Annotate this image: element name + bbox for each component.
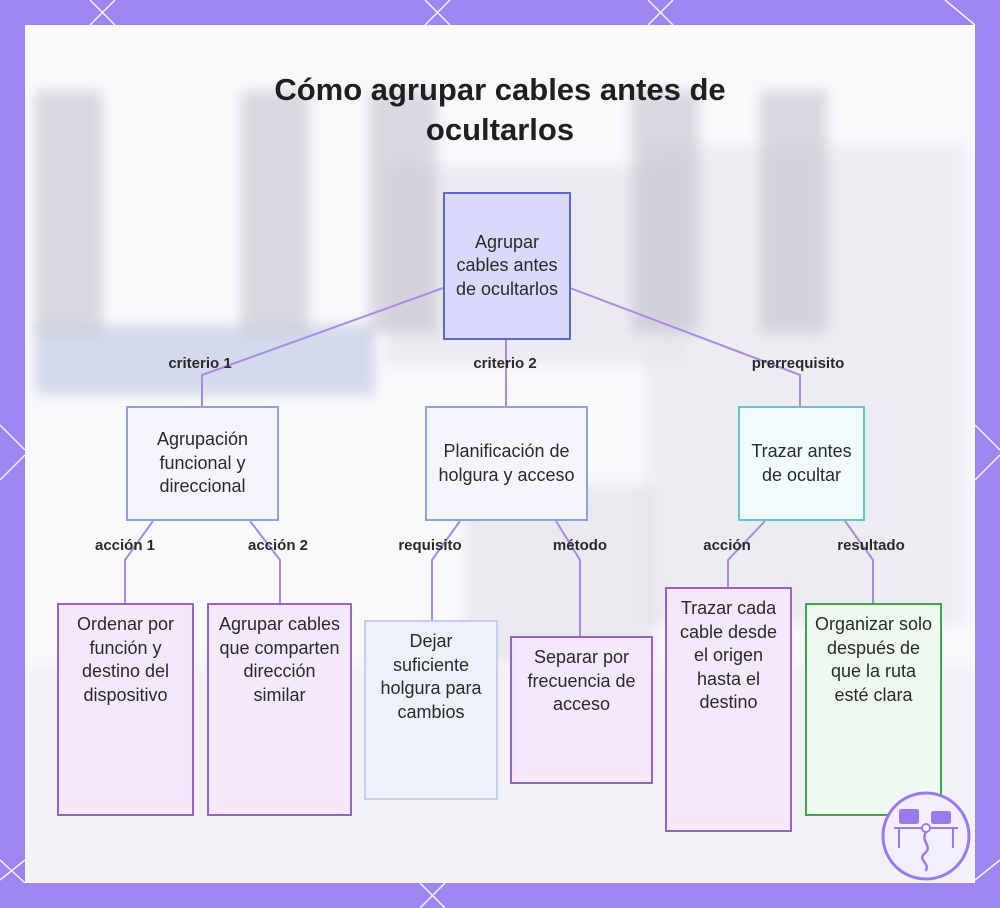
node-trace: Trazar cada cable desde el origen hasta … bbox=[665, 587, 792, 832]
edge-label-requirement: requisito bbox=[398, 537, 462, 554]
node-tracing: Trazar antes de ocultar bbox=[738, 406, 865, 521]
edge-label-criterion1: criterio 1 bbox=[168, 355, 232, 372]
node-trace-label: Trazar cada cable desde el origen hasta … bbox=[679, 598, 778, 712]
connector-grouping-sort bbox=[124, 520, 154, 603]
desk-workstation-icon bbox=[881, 791, 971, 881]
connector-planning-separate bbox=[555, 520, 581, 636]
edge-label-action2: acción 2 bbox=[247, 537, 309, 554]
edge-label-criterion2: criterio 2 bbox=[473, 355, 537, 372]
edge-label-result: resultado bbox=[837, 537, 905, 554]
node-group-label: Agrupar cables que comparten dirección s… bbox=[218, 614, 341, 705]
node-grouping: Agrupación funcional y direccional bbox=[126, 406, 279, 521]
edge-label-prerequisite: prerrequisito bbox=[751, 355, 845, 372]
node-grouping-label: Agrupación funcional y direccional bbox=[156, 429, 249, 497]
diagram-title: Cómo agrupar cables antes de ocultarlos bbox=[274, 72, 726, 147]
node-planning: Planificación de holgura y acceso bbox=[425, 406, 588, 521]
node-sort-label: Ordenar por función y destino del dispos… bbox=[76, 614, 175, 705]
edge-label-method: método bbox=[552, 537, 608, 554]
node-separate: Separar por frecuencia de acceso bbox=[510, 636, 653, 784]
node-slack-label: Dejar suficiente holgura para cambios bbox=[380, 631, 482, 722]
edge-label-action: acción bbox=[703, 537, 751, 554]
connector-planning-slack bbox=[431, 520, 461, 620]
root-node: Agrupar cables antes de ocultarlos bbox=[443, 192, 571, 340]
node-organize-label: Organizar solo después de que la ruta es… bbox=[814, 614, 933, 705]
node-slack: Dejar suficiente holgura para cambios bbox=[364, 620, 498, 800]
node-tracing-label: Trazar antes de ocultar bbox=[751, 441, 852, 485]
background-blur-shape bbox=[645, 145, 965, 625]
node-separate-label: Separar por frecuencia de acceso bbox=[527, 647, 636, 714]
node-planning-label: Planificación de holgura y acceso bbox=[438, 441, 575, 485]
background-blur-shape bbox=[35, 325, 375, 395]
root-node-label: Agrupar cables antes de ocultarlos bbox=[455, 231, 559, 299]
node-group: Agrupar cables que comparten dirección s… bbox=[207, 603, 352, 816]
connector-root-grouping bbox=[201, 287, 444, 406]
connector-grouping-group bbox=[249, 520, 281, 603]
node-organize: Organizar solo después de que la ruta es… bbox=[805, 603, 942, 816]
connector-tracing-organize bbox=[844, 520, 874, 603]
edge-label-action1: acción 1 bbox=[94, 537, 156, 554]
connector-root-tracing bbox=[569, 287, 801, 406]
connector-tracing-trace bbox=[727, 520, 766, 587]
node-sort: Ordenar por función y destino del dispos… bbox=[57, 603, 194, 816]
